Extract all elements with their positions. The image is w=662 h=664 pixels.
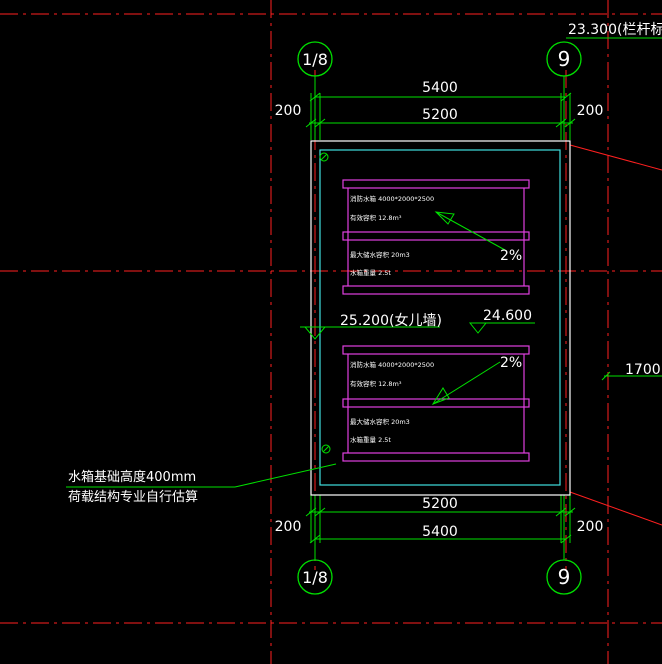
right-side-dimension bbox=[601, 371, 662, 381]
axis-bubble-top-right: 9 bbox=[546, 41, 582, 77]
svg-text:1/8: 1/8 bbox=[302, 568, 328, 587]
tank-lower-line3: 最大储水容积 20m3 bbox=[350, 417, 410, 426]
elevation-label-top-right: 23.300(栏杆标高) bbox=[568, 21, 662, 38]
note-leader bbox=[66, 463, 337, 488]
tank-lower-line2: 有效容积 12.8m³ bbox=[350, 379, 402, 388]
slope-label-upper: 2% bbox=[500, 248, 522, 264]
tank-upper-line3: 最大储水容积 20m3 bbox=[350, 250, 410, 259]
dim-bottom-inner: 5200 bbox=[422, 496, 458, 512]
red-leaders bbox=[569, 144, 662, 526]
svg-text:1/8: 1/8 bbox=[302, 50, 328, 69]
note-line1: 水箱基础高度400mm bbox=[68, 469, 196, 485]
tank-lower-line4: 水箱重量 2.5t bbox=[350, 435, 391, 444]
slope-arrow-upper bbox=[434, 211, 506, 251]
elevation-marker-parapet bbox=[300, 326, 440, 340]
dim-top-right-offset: 200 bbox=[577, 103, 604, 119]
roof-outline-inner bbox=[319, 149, 561, 486]
dim-bottom-left-offset: 200 bbox=[275, 519, 302, 535]
top-dimensions bbox=[305, 92, 576, 140]
water-tank-upper bbox=[342, 179, 530, 295]
svg-text:9: 9 bbox=[558, 565, 571, 589]
dim-bottom-right-offset: 200 bbox=[577, 519, 604, 535]
tank-upper-line4: 水箱重量 2.5t bbox=[350, 268, 391, 277]
note-line2: 荷载结构专业自行估算 bbox=[68, 490, 198, 505]
bottom-dimensions bbox=[305, 495, 576, 544]
elevation-label-parapet: 25.200(女儿墙) bbox=[340, 312, 442, 329]
dim-top-overall: 5400 bbox=[422, 80, 458, 96]
tank-lower-line1: 消防水箱 4000*2000*2500 bbox=[350, 360, 434, 369]
tank-upper-line2: 有效容积 12.8m³ bbox=[350, 213, 402, 222]
slope-arrow-lower bbox=[431, 361, 501, 405]
corner-markers bbox=[319, 152, 331, 454]
tank-upper-line1: 消防水箱 4000*2000*2500 bbox=[350, 194, 434, 203]
dim-top-left-offset: 200 bbox=[275, 103, 302, 119]
roof-outline-outer bbox=[310, 140, 571, 496]
axis-bubble-bottom-left: 1/8 bbox=[297, 559, 333, 595]
dim-bottom-overall: 5400 bbox=[422, 524, 458, 540]
svg-text:9: 9 bbox=[558, 47, 571, 71]
elevation-label-roof: 24.600 bbox=[483, 308, 532, 324]
axis-leaders bbox=[314, 76, 565, 560]
elevation-marker-roof bbox=[468, 322, 535, 334]
dim-top-inner: 5200 bbox=[422, 107, 458, 123]
axis-bubble-bottom-right: 9 bbox=[546, 559, 582, 595]
slope-label-lower: 2% bbox=[500, 355, 522, 371]
dim-right-side: 1700 bbox=[625, 362, 661, 378]
